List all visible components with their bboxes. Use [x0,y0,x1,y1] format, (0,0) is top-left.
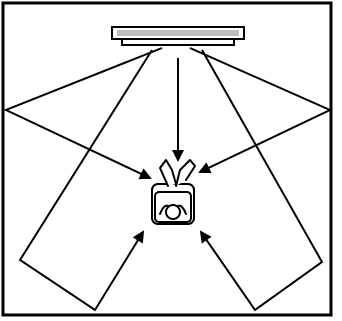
room-frame [3,3,331,315]
ceiling-light-fixture [112,27,244,45]
